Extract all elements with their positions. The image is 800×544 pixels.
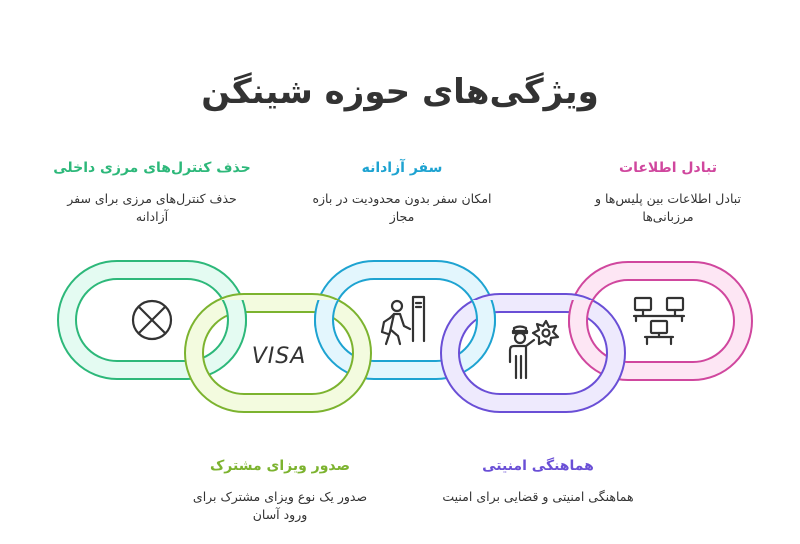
feature-heading: سفر آزادانه	[361, 160, 443, 176]
feature-description: تبادل اطلاعات بین پلیس‌ها و مرزبانی‌ها	[594, 191, 742, 224]
feature-heading: صدور ویزای مشترک	[209, 458, 351, 474]
feature-heading: هماهنگی امنیتی	[482, 458, 594, 474]
police-gear-icon	[508, 319, 560, 380]
chain-link-common-visa	[184, 293, 372, 413]
feature-common-visa: صدور ویزای مشترک صدور یک نوع ویزای مشترک…	[180, 458, 380, 524]
feature-description: امکان سفر بدون محدودیت در بازه مجاز	[312, 191, 492, 224]
feature-security-coordination: هماهنگی امنیتی هماهنگی امنیتی و قضایی بر…	[438, 458, 638, 506]
feature-heading: حذف کنترل‌های مرزی داخلی	[53, 160, 251, 176]
feature-border-controls: حذف کنترل‌های مرزی داخلی حذف کنترل‌های م…	[52, 160, 252, 226]
network-computers-icon	[632, 296, 686, 346]
traveler-sign-icon	[380, 295, 426, 346]
chain-link-security-coordination	[440, 293, 626, 413]
page-title: ویژگی‌های حوزه شینگن	[201, 72, 599, 112]
circle-x-icon	[131, 299, 173, 341]
feature-free-travel: سفر آزادانه امکان سفر بدون محدودیت در با…	[302, 160, 502, 226]
feature-description: حذف کنترل‌های مرزی برای سفر آزادانه	[67, 191, 237, 224]
feature-information-exchange: تبادل اطلاعات تبادل اطلاعات بین پلیس‌ها …	[568, 160, 768, 226]
visa-icon: VISA	[252, 344, 307, 369]
feature-description: صدور یک نوع ویزای مشترک برای ورود آسان	[192, 489, 368, 522]
feature-heading: تبادل اطلاعات	[619, 160, 717, 176]
feature-description: هماهنگی امنیتی و قضایی برای امنیت	[442, 489, 634, 504]
